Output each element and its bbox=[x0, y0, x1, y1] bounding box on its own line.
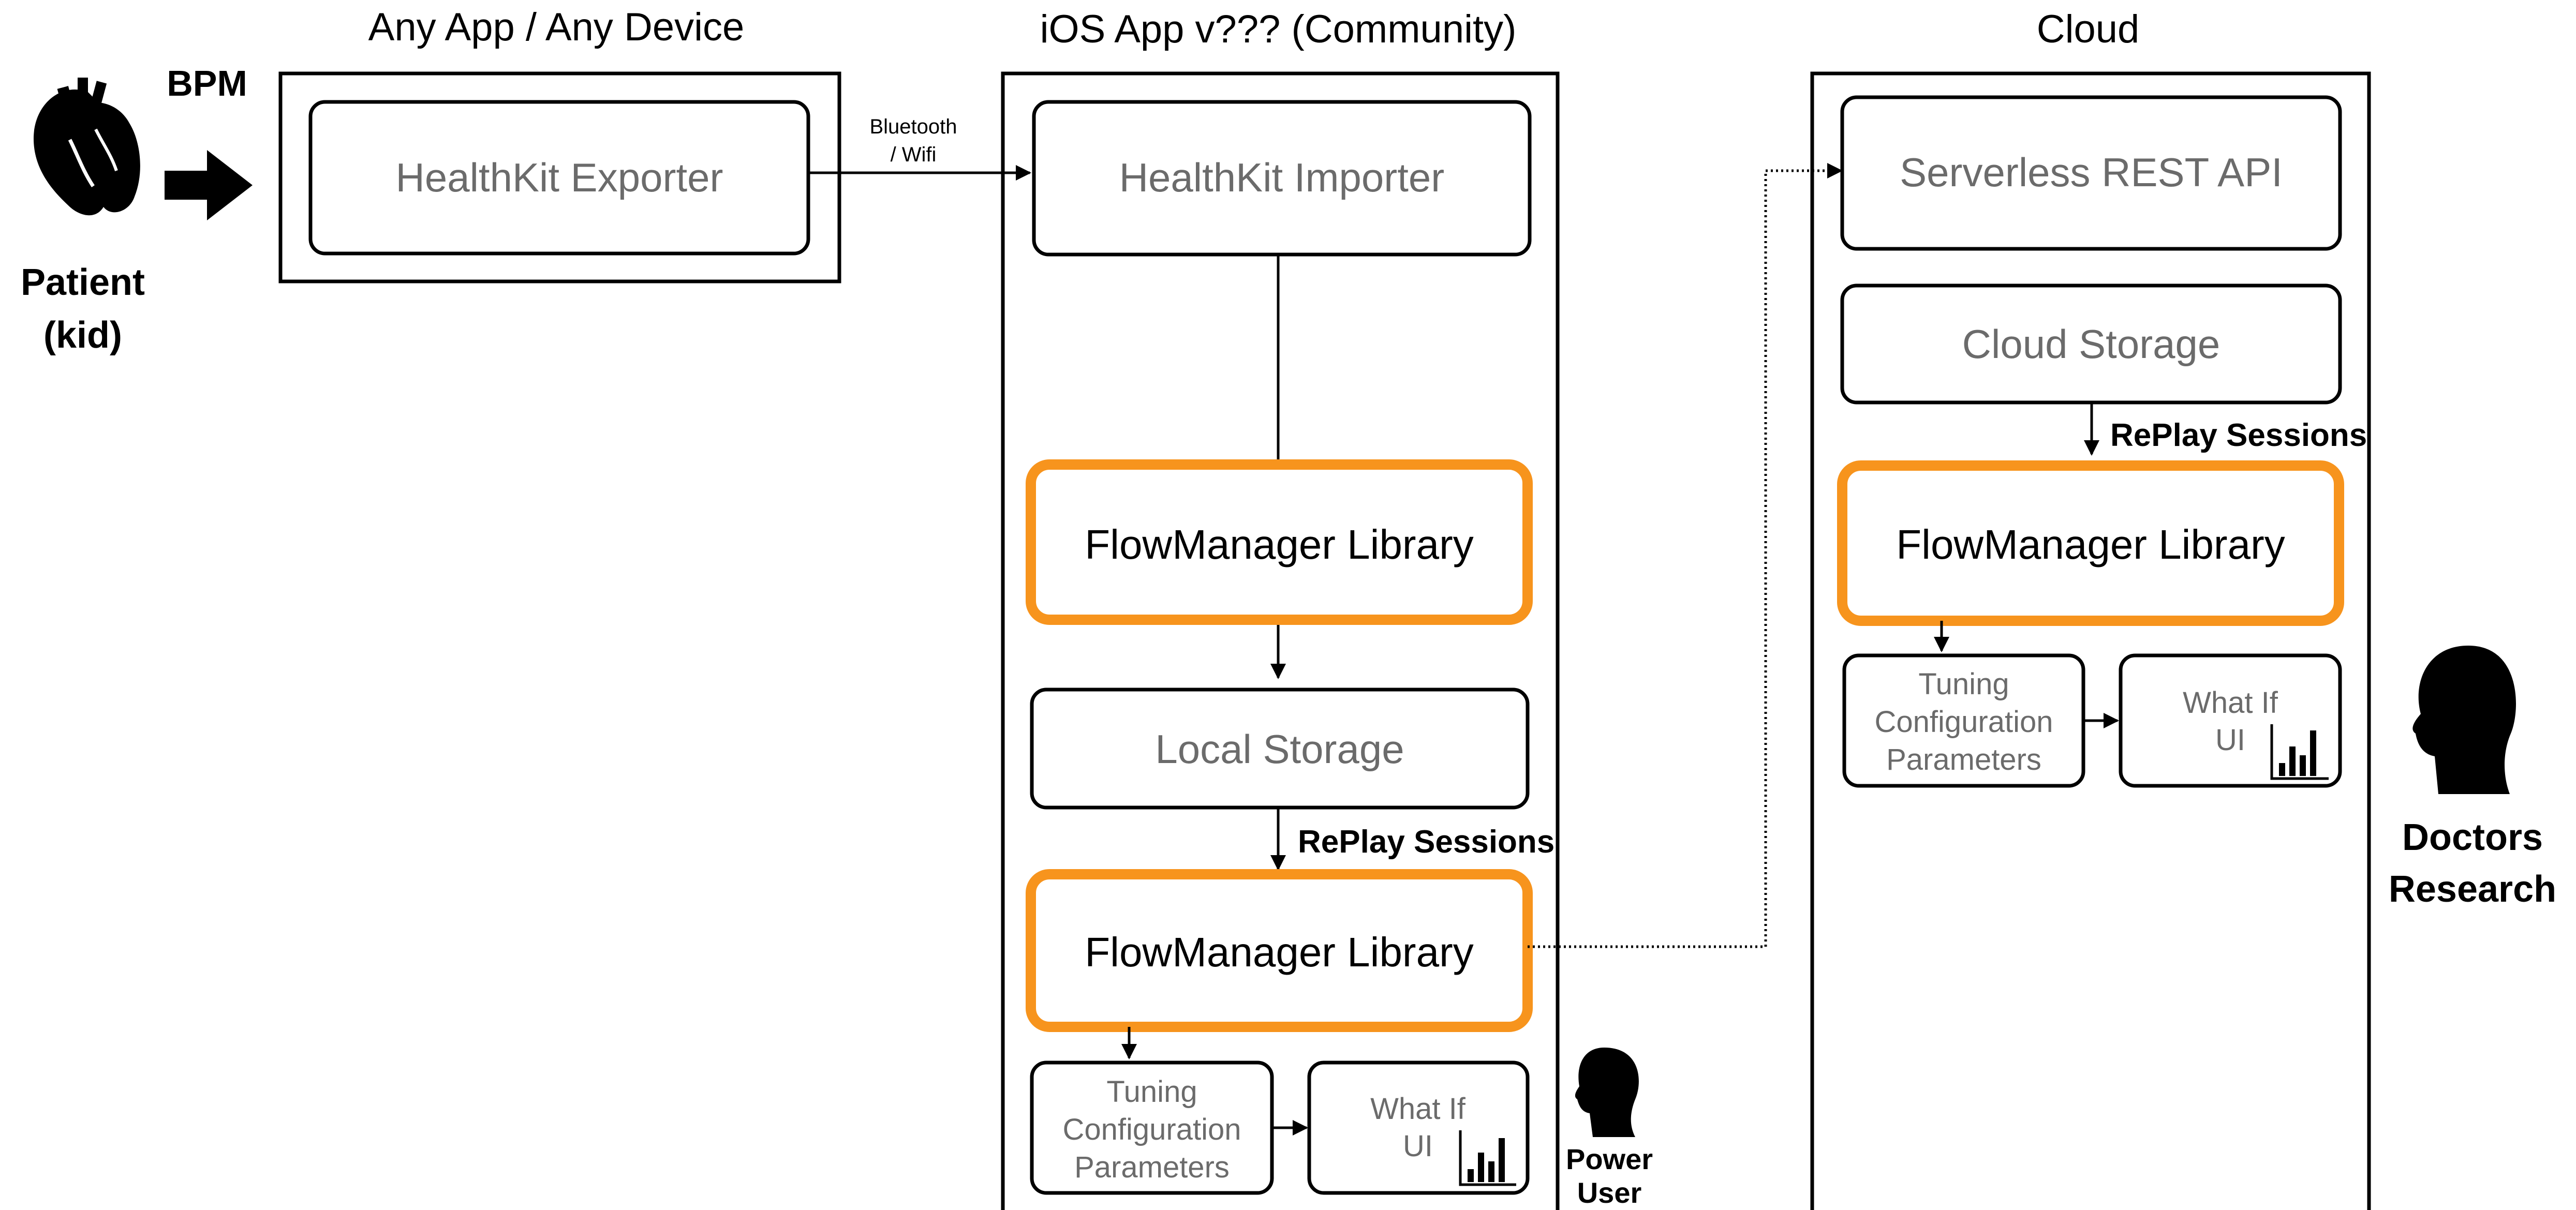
bpm-label: BPM bbox=[167, 63, 247, 103]
column-title-ios: iOS App v??? (Community) bbox=[1040, 7, 1517, 51]
flowmanager-bottom-label: FlowManager Library bbox=[1085, 929, 1473, 975]
cloud-replay-sessions-label: RePlay Sessions bbox=[2110, 417, 2367, 453]
ios-container bbox=[1001, 71, 1560, 1210]
tuning-label-line3: Parameters bbox=[1074, 1151, 1230, 1184]
tuning-label-line1: Tuning bbox=[1106, 1075, 1197, 1109]
rest-api-label: Serverless REST API bbox=[1900, 150, 2283, 195]
patient-label: Patient bbox=[21, 262, 145, 303]
cloud-tuning-label-line3: Parameters bbox=[1886, 743, 2041, 776]
column-title-cloud: Cloud bbox=[2037, 7, 2140, 51]
right-arrow-icon bbox=[165, 150, 253, 220]
power-user-head-icon bbox=[1575, 1048, 1639, 1137]
patient-sublabel: (kid) bbox=[43, 315, 122, 356]
cloud-whatif-box bbox=[2119, 653, 2342, 788]
cloud-flowmanager-box bbox=[1837, 460, 2344, 626]
bluetooth-label: Bluetooth bbox=[869, 115, 957, 138]
whatif-label-line1: What If bbox=[1370, 1092, 1466, 1126]
cloud-sync-connector bbox=[1528, 163, 1843, 948]
power-user-label: Power bbox=[1566, 1143, 1653, 1175]
whatif-label-line2: UI bbox=[1403, 1129, 1433, 1163]
cloud-flowmanager-label: FlowManager Library bbox=[1896, 521, 2285, 567]
doctors-label: Doctors bbox=[2402, 817, 2543, 858]
cloud-bar-chart-icon bbox=[2270, 724, 2329, 780]
research-label: Research bbox=[2389, 869, 2556, 910]
tuning-label-line2: Configuration bbox=[1063, 1113, 1241, 1146]
flowmanager-top-box bbox=[1026, 459, 1533, 625]
local-storage-label: Local Storage bbox=[1155, 726, 1404, 772]
cloud-tuning-label-line1: Tuning bbox=[1918, 667, 2009, 701]
replay-sessions-label: RePlay Sessions bbox=[1298, 824, 1555, 860]
power-user-sublabel: User bbox=[1577, 1176, 1642, 1209]
flowmanager-top-label: FlowManager Library bbox=[1085, 521, 1473, 567]
healthkit-exporter-label: HealthKit Exporter bbox=[396, 155, 723, 200]
local-storage-box bbox=[1030, 688, 1530, 810]
healthkit-importer-label: HealthKit Importer bbox=[1119, 155, 1445, 200]
cloud-whatif-label-line1: What If bbox=[2183, 686, 2278, 720]
column-title-device: Any App / Any Device bbox=[368, 5, 745, 49]
healthkit-exporter-box bbox=[308, 100, 810, 256]
flowmanager-bottom-box bbox=[1026, 869, 1533, 1032]
cloud-tuning-label-line2: Configuration bbox=[1875, 705, 2053, 739]
device-container bbox=[278, 71, 841, 283]
cloud-storage-label: Cloud Storage bbox=[1962, 321, 2220, 367]
bar-chart-icon bbox=[1459, 1130, 1516, 1186]
heart-icon bbox=[34, 78, 140, 216]
whatif-box bbox=[1307, 1060, 1530, 1195]
healthkit-importer-box bbox=[1032, 100, 1532, 257]
doctors-head-icon bbox=[2412, 646, 2516, 794]
cloud-container bbox=[1810, 71, 2371, 1210]
rest-api-box bbox=[1840, 95, 2342, 251]
wifi-label: / Wifi bbox=[891, 143, 937, 166]
cloud-whatif-label-line2: UI bbox=[2215, 723, 2245, 757]
